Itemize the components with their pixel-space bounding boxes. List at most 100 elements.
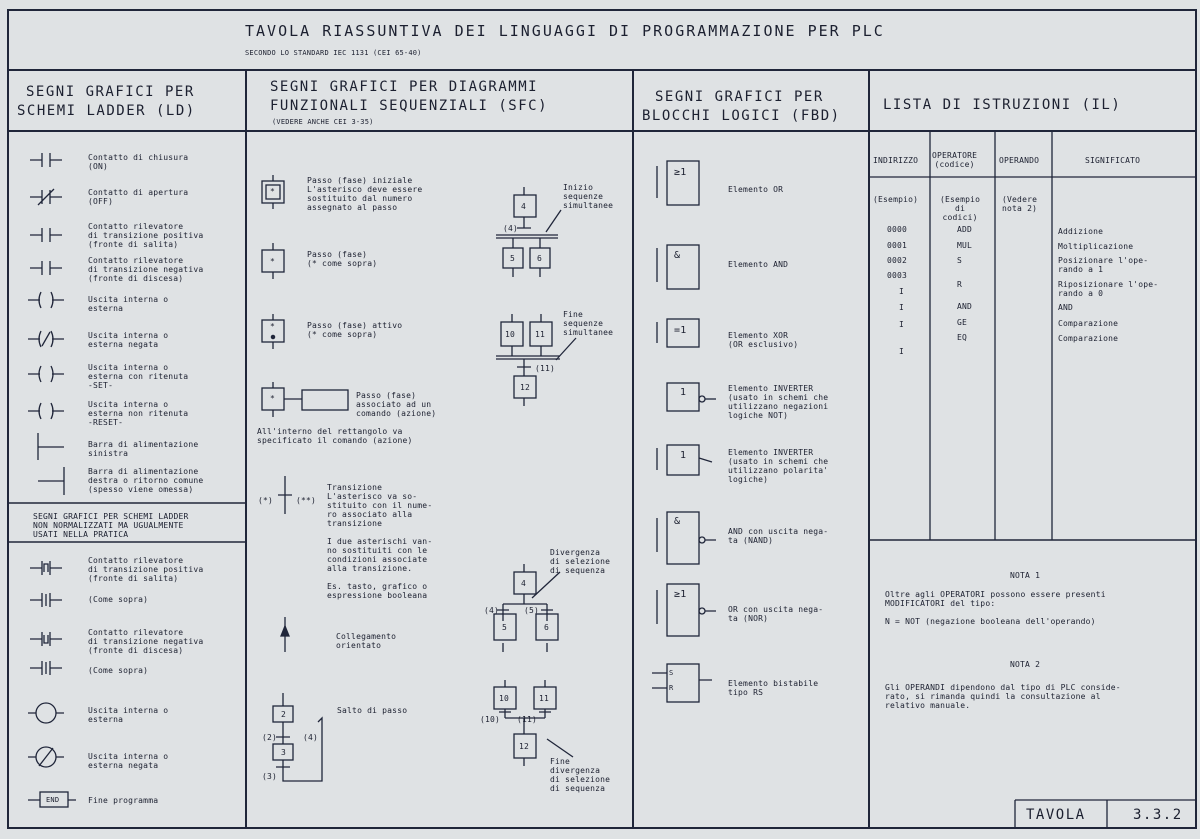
sfc-symbols xyxy=(261,175,577,782)
fbd-rs-r: R xyxy=(669,684,674,692)
il-row-1-op: MUL xyxy=(957,241,973,250)
sfc-div-end-label: Fine divergenza di selezione di sequenza xyxy=(550,757,611,793)
sfc-step-12-b: 12 xyxy=(519,742,530,751)
ld-label-2: Contatto rilevatore di transizione posit… xyxy=(88,222,204,249)
il-example-operando: (Vedere nota 2) xyxy=(1002,195,1038,213)
fbd-label-3: Elemento INVERTER (usato in schemi che u… xyxy=(728,384,829,420)
fbd-label-0: Elemento OR xyxy=(728,185,784,194)
ld-label-4: Uscita interna o esterna xyxy=(88,295,169,313)
fbd-symbol-1: & xyxy=(674,250,681,261)
nota1-title: NOTA 1 xyxy=(1010,571,1041,580)
sfc-div-start-label: Divergenza di selezione di sequenza xyxy=(550,548,611,575)
il-row-3-addr: 0003 xyxy=(887,271,908,280)
il-row-1-desc: Moltiplicazione xyxy=(1058,242,1134,251)
nota2-title: NOTA 2 xyxy=(1010,660,1041,669)
ld-nonstd-label-0: Contatto rilevatore di transizione posit… xyxy=(88,556,204,583)
sfc-step-10-b: 10 xyxy=(499,694,510,703)
il-row-3-op: R xyxy=(957,280,963,289)
sfc-trans-11-b: (11) xyxy=(517,715,538,724)
sfc-jump-step-2: 2 xyxy=(281,710,287,719)
il-row-6-op: EQ xyxy=(957,333,968,342)
il-example-indirizzo: (Esempio) xyxy=(873,195,919,204)
il-row-6-addr: I xyxy=(899,320,905,329)
sfc-sim-end-label: Fine sequenze simultanee xyxy=(563,310,614,337)
il-row-0-addr: 0000 xyxy=(887,225,908,234)
fbd-label-4: Elemento INVERTER (usato in schemi che u… xyxy=(728,448,829,484)
ld-nonstd-label-1: (Come sopra) xyxy=(88,595,149,604)
nota2-text: Gli OPERANDI dipendono dal tipo di PLC c… xyxy=(885,683,1121,710)
ld-nonstd-label-6: Fine programma xyxy=(88,796,159,805)
sfc-step-4-b: 4 xyxy=(521,579,527,588)
ld-label-7: Uscita interna o esterna non ritenuta -R… xyxy=(88,400,189,427)
ld-label-0: Contatto di chiusura (ON) xyxy=(88,153,189,171)
il-col-operatore: OPERATORE (codice) xyxy=(932,151,978,169)
il-col-significato: SIGNIFICATO xyxy=(1085,156,1141,165)
ld-label-5: Uscita interna o esterna negata xyxy=(88,331,169,349)
ld-heading-line2: SCHEMI LADDER (LD) xyxy=(17,103,196,119)
sfc-active-step-star: * xyxy=(270,322,276,331)
sfc-step-6-a: 6 xyxy=(537,254,543,263)
il-row-5-addr: I xyxy=(899,303,905,312)
fbd-heading-line1: SEGNI GRAFICI PER xyxy=(655,89,824,105)
sfc-action-step-label: Passo (fase) associato ad un comando (az… xyxy=(356,391,437,418)
il-row-4-addr: I xyxy=(899,287,905,296)
sfc-heading-line2: FUNZIONALI SEQUENZIALI (SFC) xyxy=(270,98,549,114)
end-symbol-label: END xyxy=(46,796,60,804)
sfc-trans-11-a: (11) xyxy=(535,364,556,373)
sfc-transition-label: Transizione L'asterisco va so- stituito … xyxy=(327,483,433,600)
il-example-operatore: (Esempio di codici) xyxy=(940,195,981,222)
sfc-step-12-a: 12 xyxy=(520,383,531,392)
il-col-operando: OPERANDO xyxy=(999,156,1040,165)
outer-frame xyxy=(7,9,1197,829)
fbd-label-1: Elemento AND xyxy=(728,260,789,269)
il-row-6-desc: Comparazione xyxy=(1058,334,1119,343)
il-row-3-desc: Riposizionare l'ope- rando a 0 xyxy=(1058,280,1159,298)
ld-nonstd-label-4: Uscita interna o esterna xyxy=(88,706,169,724)
page-subtitle: SECONDO LO STANDARD IEC 1131 (CEI 65-40) xyxy=(245,49,422,57)
fbd-label-2: Elemento XOR (OR esclusivo) xyxy=(728,331,799,349)
il-row-1-addr: 0001 xyxy=(887,241,908,250)
page-title: TAVOLA RIASSUNTIVA DEI LINGUAGGI DI PROG… xyxy=(245,22,885,40)
il-row-4-op: AND xyxy=(957,302,973,311)
sfc-step-label: Passo (fase) (* come sopra) xyxy=(307,250,378,268)
sfc-step-11-a: 11 xyxy=(535,330,546,339)
sfc-trans-10-b: (10) xyxy=(480,715,501,724)
ld-label-9: Barra di alimentazione destra o ritorno … xyxy=(88,467,204,494)
sfc-initial-step-star: * xyxy=(270,187,276,196)
fbd-heading-line2: BLOCCHI LOGICI (FBD) xyxy=(642,108,841,124)
fbd-symbol-2: =1 xyxy=(674,325,687,336)
sfc-action-note: All'interno del rettangolo va specificat… xyxy=(257,427,413,445)
il-row-0-desc: Addizione xyxy=(1058,227,1104,236)
ld-nonstd-label-2: Contatto rilevatore di transizione negat… xyxy=(88,628,204,655)
sfc-step-5-a: 5 xyxy=(510,254,516,263)
fbd-symbol-5: & xyxy=(674,516,681,527)
sfc-trans-4-b: (4) xyxy=(484,606,500,615)
ld-nonstd-label-5: Uscita interna o esterna negata xyxy=(88,752,169,770)
sfc-link-label: Collegamento orientato xyxy=(336,632,397,650)
ld-nonstd-label-3: (Come sopra) xyxy=(88,666,149,675)
ld-label-3: Contatto rilevatore di transizione negat… xyxy=(88,256,204,283)
sfc-step-star: * xyxy=(270,257,276,266)
fbd-symbol-6: ≥1 xyxy=(674,589,687,600)
sfc-step-5-b: 5 xyxy=(502,623,508,632)
sfc-active-step-label: Passo (fase) attivo (* come sopra) xyxy=(307,321,403,339)
sfc-heading-note: (VEDERE ANCHE CEI 3-35) xyxy=(272,118,374,126)
footer-label: TAVOLA xyxy=(1026,807,1086,823)
il-row-4-desc: AND xyxy=(1058,303,1074,312)
ld-label-1: Contatto di apertura (OFF) xyxy=(88,188,189,206)
fbd-symbol-3: 1 xyxy=(680,387,687,398)
sfc-sim-start-label: Inizio sequenze simultanee xyxy=(563,183,614,210)
ld-heading-line1: SEGNI GRAFICI PER xyxy=(26,84,195,100)
sfc-trans-4-a: (4) xyxy=(503,224,519,233)
il-row-7-addr: I xyxy=(899,347,905,356)
footer-number: 3.3.2 xyxy=(1133,807,1183,823)
ld-symbols xyxy=(28,153,76,808)
sfc-step-6-b: 6 xyxy=(544,623,550,632)
sfc-jump-label: Salto di passo xyxy=(337,706,408,715)
sfc-action-step-star: * xyxy=(270,394,276,403)
il-row-2-desc: Posizionare l'ope- rando a 1 xyxy=(1058,256,1149,274)
sfc-trans-5-b: (5) xyxy=(524,606,540,615)
sfc-step-10-a: 10 xyxy=(505,330,516,339)
